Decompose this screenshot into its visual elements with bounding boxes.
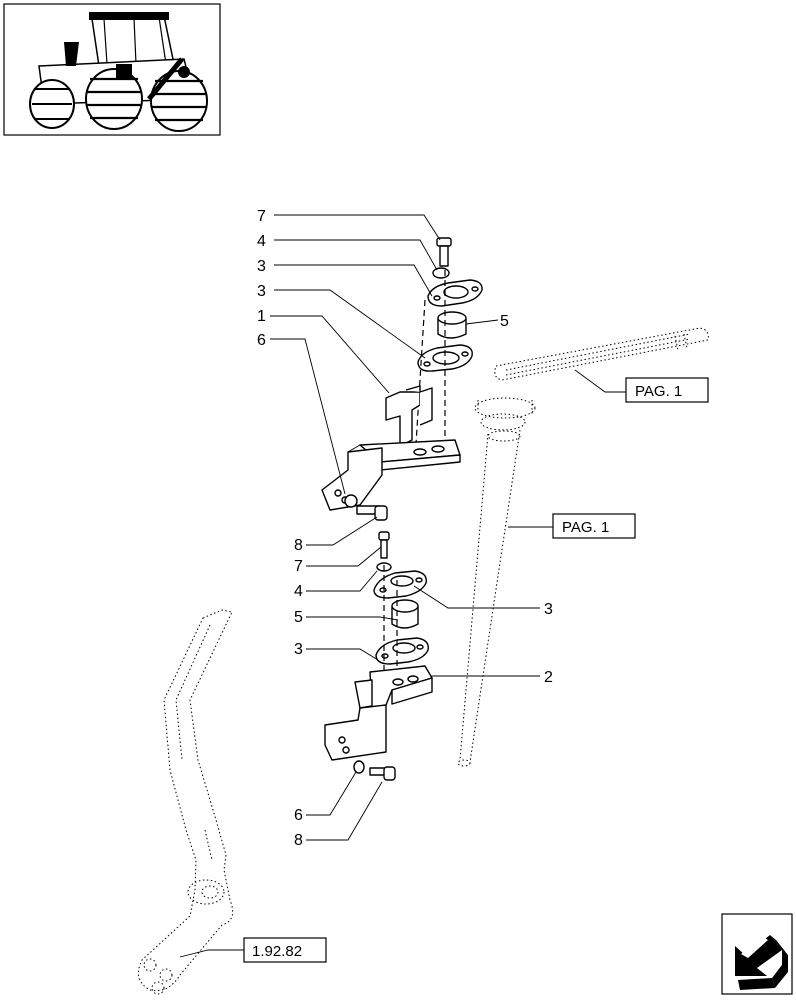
callout-3: 3 (544, 601, 553, 618)
washer-4-upper (432, 267, 450, 279)
callout-3: 3 (294, 641, 303, 658)
bolt-7-upper (436, 237, 452, 267)
next-page-arrow-icon[interactable] (721, 913, 793, 995)
bracket-2 (324, 665, 433, 761)
callout-8: 8 (294, 537, 303, 554)
flange-3-lower-top (373, 570, 427, 599)
washer-6-upper (344, 494, 358, 508)
callout-5: 5 (500, 313, 509, 330)
gear-shaft-dotted (457, 397, 536, 767)
callout-3: 3 (257, 283, 266, 300)
bolt-7-lower (378, 531, 390, 559)
callout-6: 6 (257, 332, 266, 349)
washer-6-lower (353, 760, 365, 774)
leader-lines (179, 214, 626, 958)
tractor-thumbnail-icon (3, 3, 221, 136)
callout-6: 6 (294, 807, 303, 824)
callout-8: 8 (294, 832, 303, 849)
callout-2: 2 (544, 669, 553, 686)
callout-4: 4 (257, 233, 266, 250)
callout-labels: 7 4 3 3 1 6 5 8 7 4 5 3 3 2 6 8 (257, 208, 553, 849)
bushing-5-lower (391, 599, 419, 629)
bracket-1 (359, 385, 461, 471)
flange-3-second (417, 344, 473, 372)
flange-3-upper (427, 279, 483, 307)
bushing-5-upper (437, 311, 467, 339)
bolt-8-upper (356, 505, 388, 521)
ref-box-shaft[interactable]: PAG. 1 (552, 513, 636, 539)
ref-box-rack[interactable]: PAG. 1 (625, 377, 709, 403)
callout-3: 3 (257, 258, 266, 275)
callout-7: 7 (294, 558, 303, 575)
callout-7: 7 (257, 208, 266, 225)
callout-4: 4 (294, 583, 303, 600)
ref-label-rack: PAG. 1 (635, 383, 682, 400)
ref-label-shaft: PAG. 1 (562, 519, 609, 536)
rack-dotted (494, 327, 709, 381)
ref-label-section: 1.92.82 (252, 943, 302, 960)
pedal-arm-dotted (137, 609, 234, 995)
ref-box-section[interactable]: 1.92.82 (243, 937, 327, 963)
callout-5: 5 (294, 609, 303, 626)
flange-3-lower-bottom (375, 637, 429, 665)
callout-1: 1 (257, 308, 266, 325)
bolt-8-lower (369, 766, 396, 781)
